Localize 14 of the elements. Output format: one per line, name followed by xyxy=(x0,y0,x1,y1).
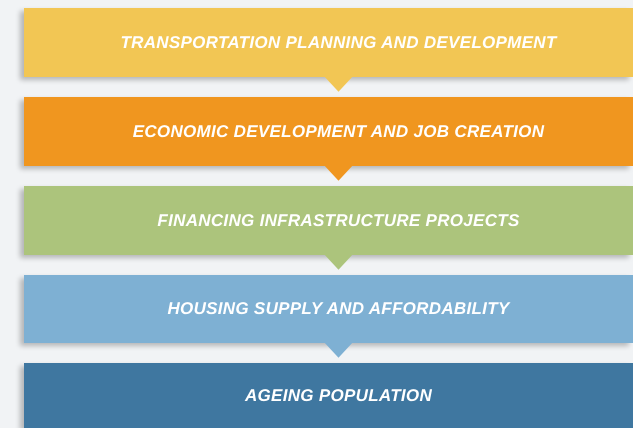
pointer-arrow xyxy=(324,166,353,181)
topic-band xyxy=(24,186,633,255)
pointer-arrow xyxy=(324,76,353,92)
topic-band xyxy=(24,97,633,166)
pointer-arrow xyxy=(324,254,353,270)
band-title: TRANSPORTATION PLANNING AND DEVELOPMENT xyxy=(119,32,557,54)
pointer-arrow xyxy=(324,342,353,358)
topic-band xyxy=(24,8,633,77)
band-title: FINANCING INFRASTRUCTURE PROJECTS xyxy=(156,210,520,232)
topic-band xyxy=(24,363,633,428)
band-title: AGEING POPULATION xyxy=(244,384,432,407)
topic-band xyxy=(24,275,633,343)
band-title: ECONOMIC DEVELOPMENT AND JOB CREATION xyxy=(132,120,544,143)
band-title: HOUSING SUPPLY AND AFFORDABILITY xyxy=(166,298,510,320)
